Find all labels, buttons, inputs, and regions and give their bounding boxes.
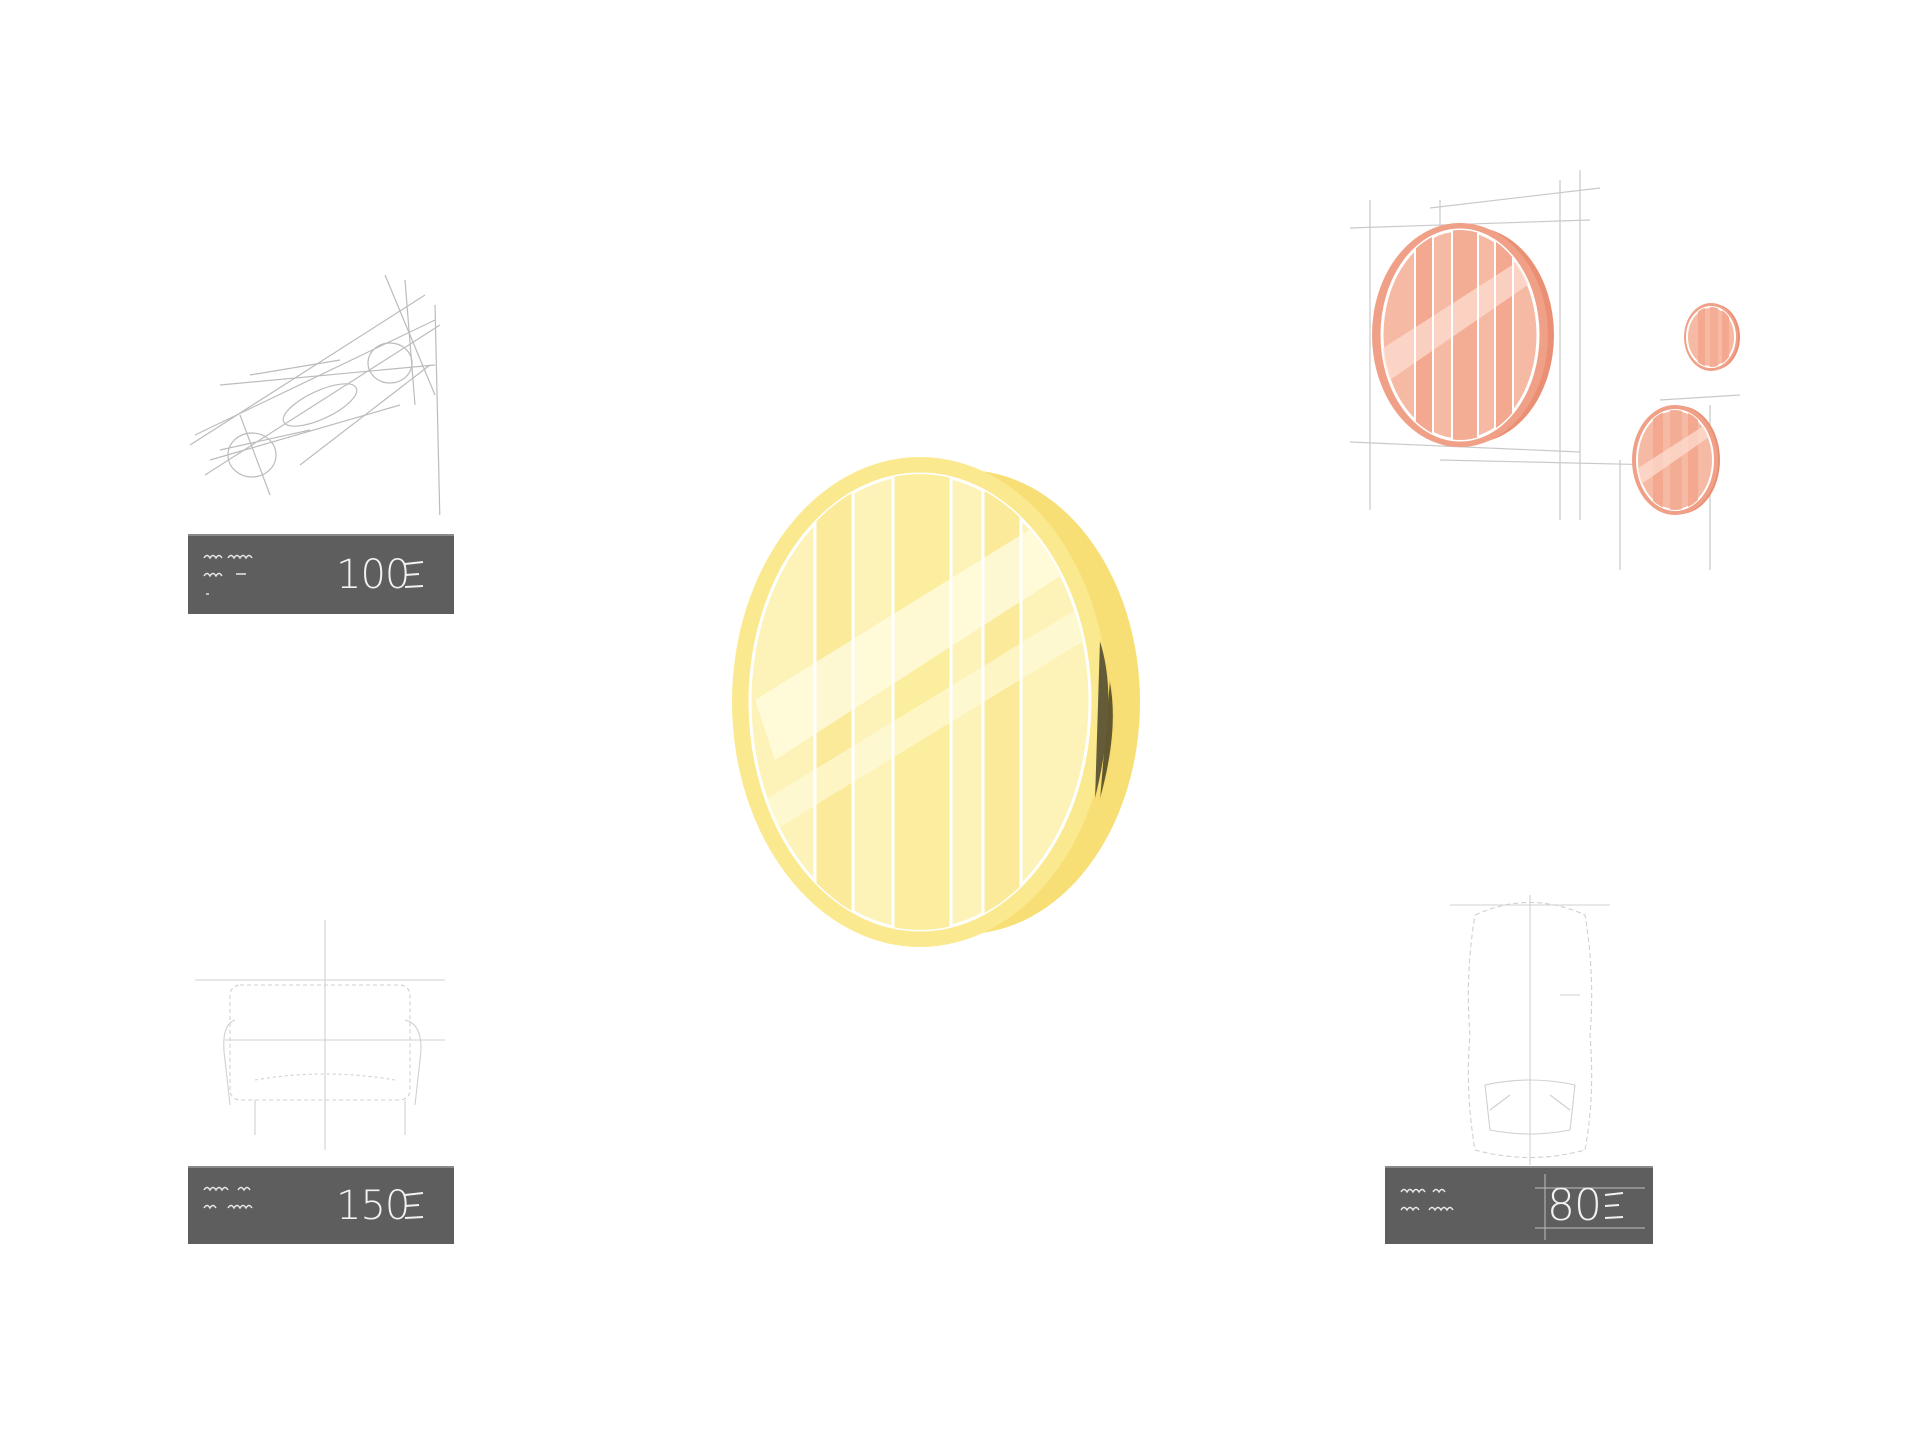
coin-sketch-icon xyxy=(189,274,441,515)
copper-coin-icon xyxy=(1349,170,1741,570)
gold-coin-icon xyxy=(732,457,1140,947)
price-value: 80 xyxy=(1547,1180,1602,1231)
vehicle-sketch-icon xyxy=(1450,895,1610,1165)
card-description-scribble xyxy=(203,1186,253,1210)
currency-icon xyxy=(404,561,424,588)
card-description-scribble xyxy=(203,554,253,595)
currency-icon xyxy=(404,1192,424,1219)
currency-icon xyxy=(1604,1192,1624,1219)
price-card: 150 xyxy=(188,1166,454,1244)
price-value: 150 xyxy=(336,1183,410,1229)
price-value: 100 xyxy=(336,552,410,598)
price-card: 100 xyxy=(188,534,454,614)
sofa-sketch-icon xyxy=(195,920,445,1150)
price-card: 80 xyxy=(1385,1166,1653,1244)
price-guide-lines xyxy=(1535,1174,1645,1240)
card-description-scribble xyxy=(1400,1188,1454,1212)
